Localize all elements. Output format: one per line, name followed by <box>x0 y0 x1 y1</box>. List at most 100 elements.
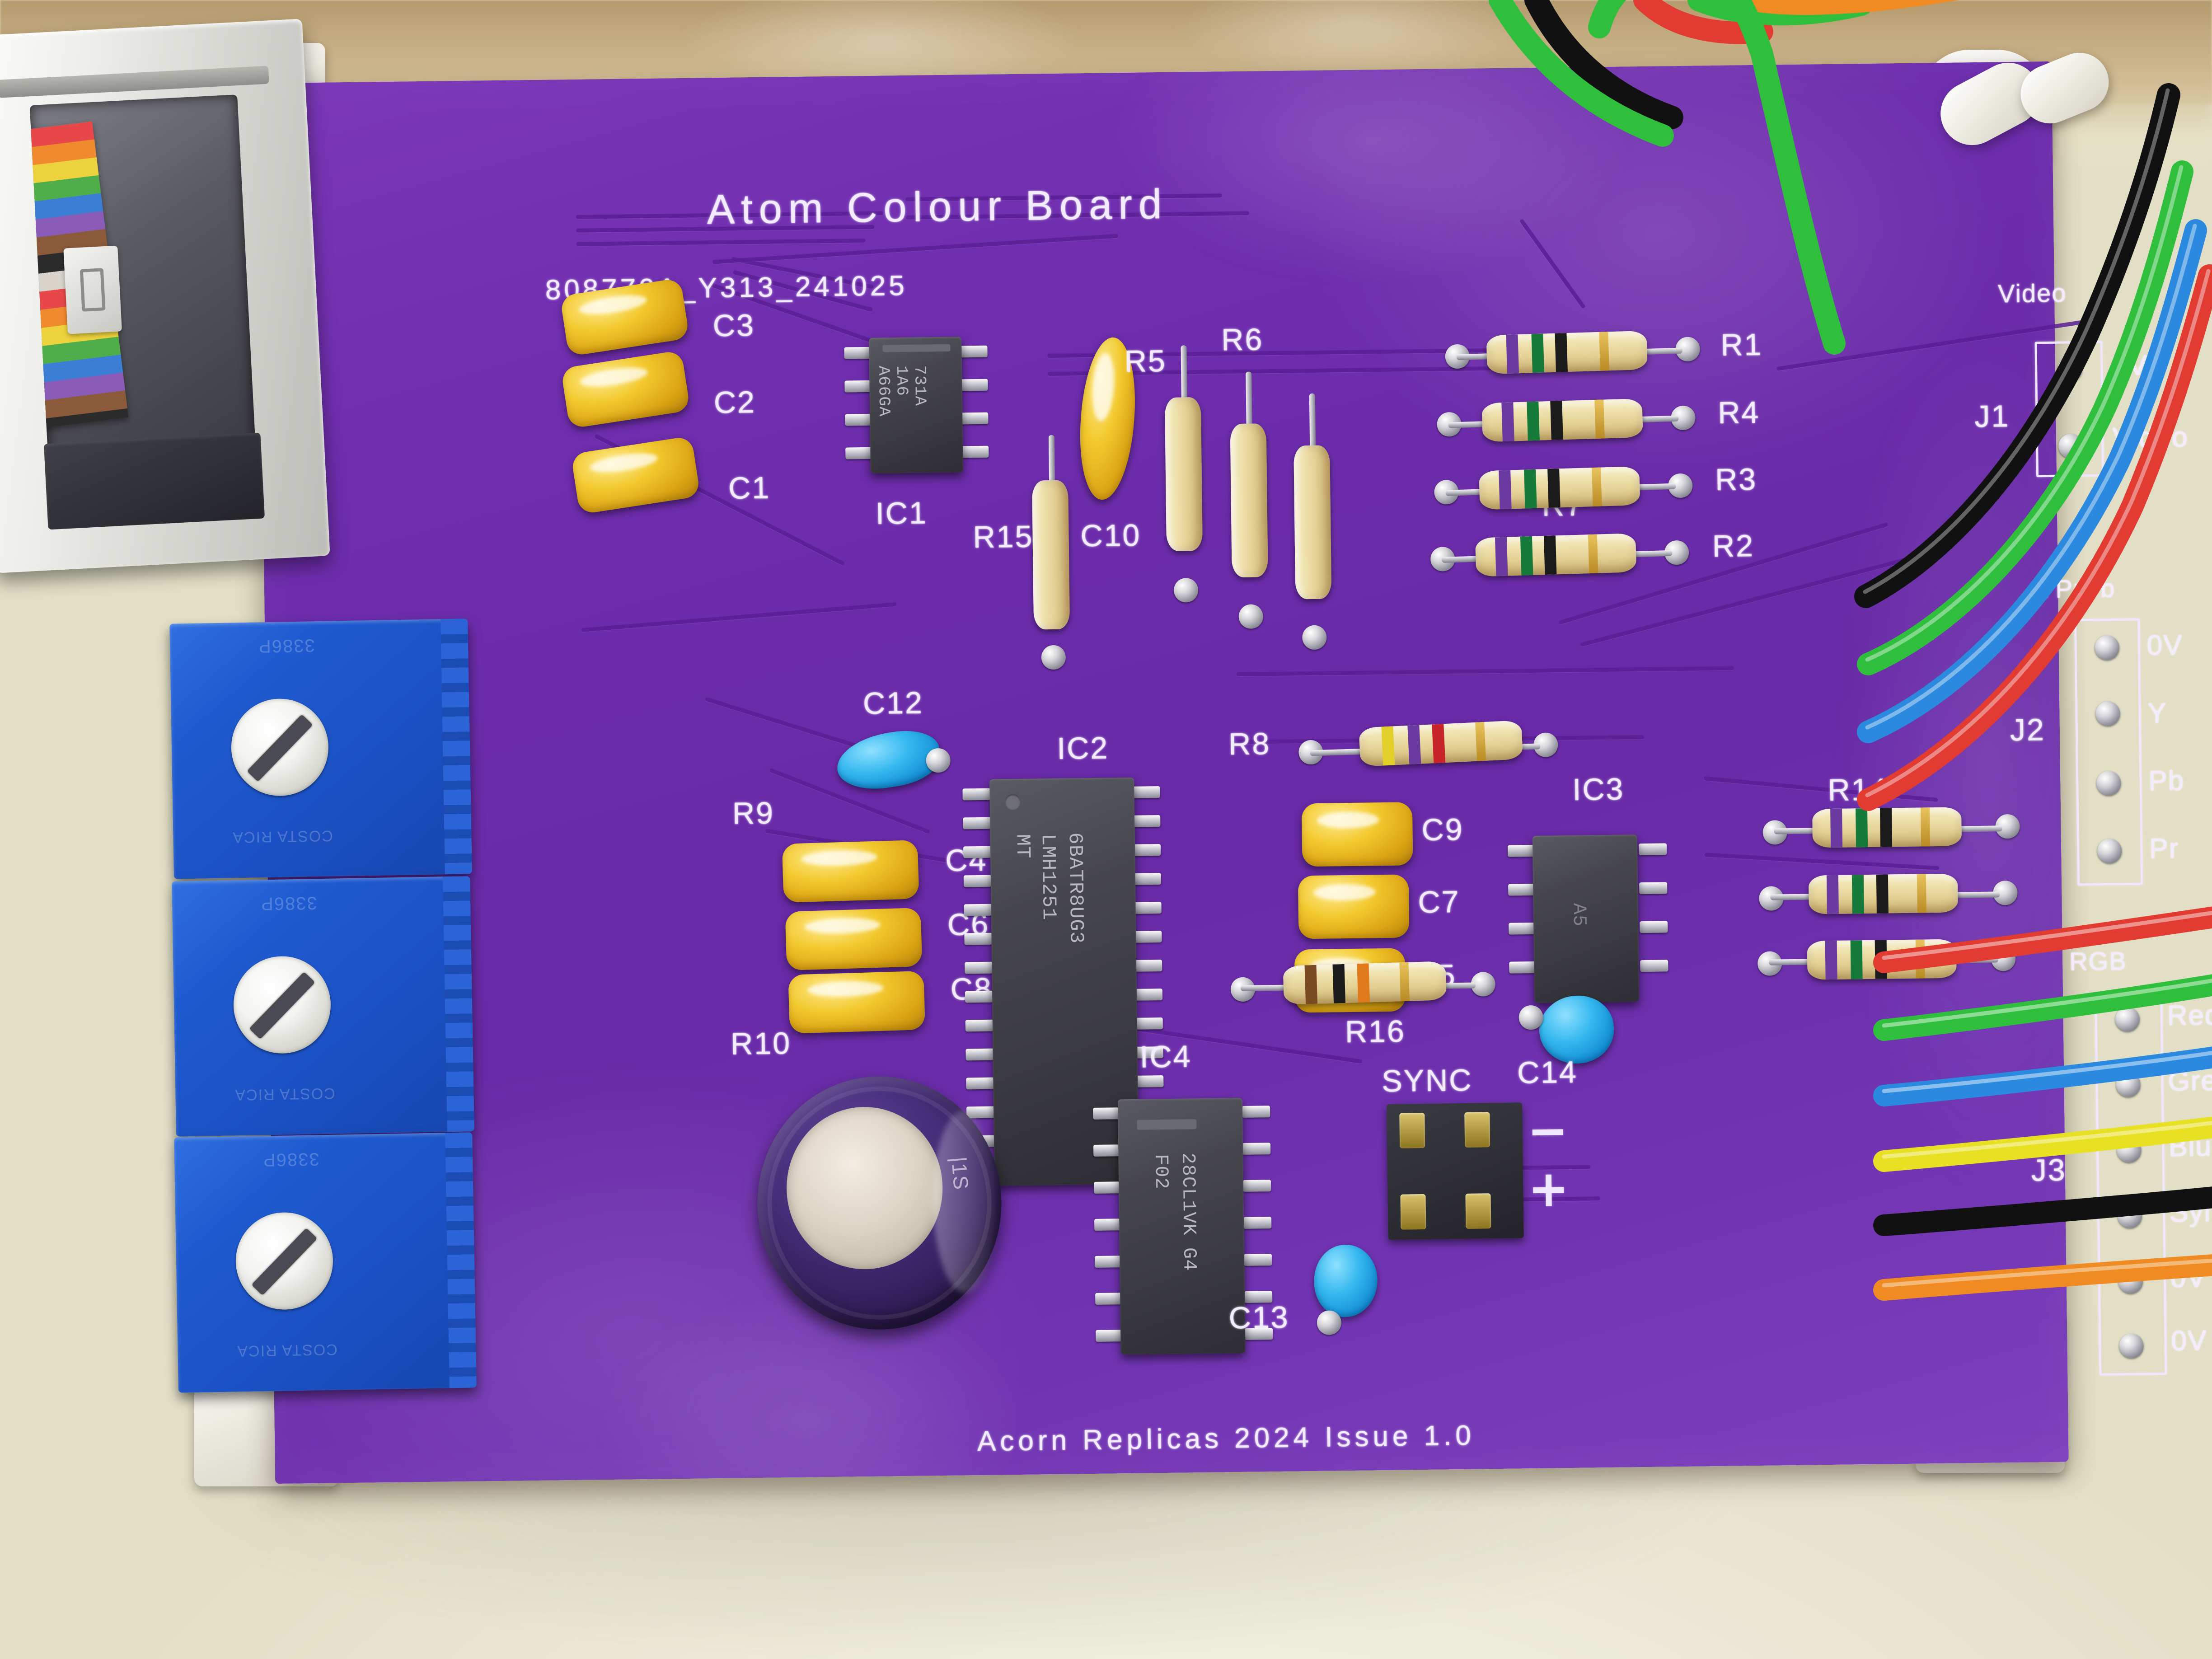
refdes-IC4: IC4 <box>1139 1039 1192 1074</box>
refdes-IC2: IC2 <box>1056 731 1109 766</box>
capacitor-C14 <box>1539 995 1614 1064</box>
refdes-C9: C9 <box>1421 812 1464 848</box>
resistor-R5 <box>1164 397 1203 551</box>
capacitor-C2 <box>560 350 691 429</box>
refdes-R15: R15 <box>973 519 1034 555</box>
resistor-R3 <box>1479 466 1640 510</box>
refdes-R1: R1 <box>1720 327 1763 362</box>
ic-IC2: 6BATR8UG3 LMH1251 MT <box>989 777 1139 1186</box>
ic-IC1: 731A 1A6 A66GA <box>869 337 963 473</box>
capacitor-C11-electrolytic: |1S <box>756 1075 1003 1331</box>
trimmer-R10-part-marking: 3386P <box>260 893 318 914</box>
connector-J2-pin4-label: Pr <box>2149 833 2179 865</box>
trimmer-R11[interactable]: 3386P COSTA RICA <box>174 1132 477 1393</box>
trimmer-R10[interactable]: 3386P COSTA RICA <box>172 876 474 1137</box>
trace <box>1704 776 1938 802</box>
trimmer-R11-teeth <box>445 1132 477 1388</box>
connector-J3-pin3-label: Blue <box>2168 1130 2212 1162</box>
connector-J1-label: Video <box>1997 278 2067 308</box>
resistor-R4 <box>1481 398 1643 442</box>
connector-J2-pin3-label: Pb <box>2148 765 2185 797</box>
refdes-IC1: IC1 <box>875 496 928 531</box>
connector-J3-pin4-label: Sync <box>2169 1196 2212 1228</box>
ic1-marking-2: 1A6 <box>892 365 911 397</box>
refdes-R10: R10 <box>730 1026 792 1061</box>
trimmer-R9-teeth <box>441 619 472 875</box>
pad-R7 <box>1302 625 1327 650</box>
trimmer-R10-origin-marking: COSTA RICA <box>234 1084 336 1104</box>
ic1-marking: 731A <box>910 365 930 407</box>
connector-J2-pin1-label: 0V <box>2146 629 2183 661</box>
trace <box>712 234 1119 264</box>
refdes-R14: R14 <box>1828 772 1889 808</box>
pcb-board: Atom Colour Board 808770A_Y313_241025 Ac… <box>258 61 2212 1484</box>
ic1-marking-3: A66GA <box>874 366 894 417</box>
connector-J1-pin1-label: 0V <box>2111 350 2148 382</box>
capacitor-C6 <box>785 907 923 970</box>
trimmer-R11-screw[interactable] <box>235 1211 334 1311</box>
resistor-R7 <box>1293 445 1332 600</box>
idc-base <box>43 432 265 530</box>
pad-R6 <box>1238 604 1264 629</box>
ic-IC3: A5 <box>1532 834 1640 1003</box>
refdes-R5: R5 <box>1124 343 1167 379</box>
resistor-R15 <box>1032 480 1070 630</box>
pad-C13 <box>1317 1310 1342 1335</box>
idc-contact-window <box>29 94 257 471</box>
connector-J2-pin2-label: Y <box>2147 697 2168 729</box>
trace <box>1519 218 1586 309</box>
resistor-R1 <box>1486 330 1648 375</box>
sync-plus-marking-v <box>1545 1174 1552 1206</box>
connector-J3-pin1-label: Red <box>2167 999 2212 1031</box>
capacitor-C4 <box>782 840 919 903</box>
trimmer-R9[interactable]: 3386P COSTA RICA <box>169 619 472 879</box>
trimmer-R11-part-marking: 3386P <box>262 1149 320 1170</box>
resistor-R12 <box>1807 939 1957 980</box>
connector-J3-outline <box>2095 991 2167 1376</box>
capacitor-C8 <box>788 970 926 1034</box>
trimmer-R9-origin-marking: COSTA RICA <box>232 827 333 846</box>
board-footer: Acorn Replicas 2024 Issue 1.0 <box>977 1420 1476 1457</box>
lead-R6-top <box>1246 371 1252 431</box>
board-title: Atom Colour Board <box>707 181 1168 233</box>
trace <box>581 602 897 633</box>
refdes-C13: C13 <box>1228 1300 1289 1336</box>
capacitor-C9 <box>1301 802 1413 867</box>
idc-ribbon-connector[interactable] <box>0 19 330 573</box>
refdes-J1: J1 <box>1974 399 2010 434</box>
sync-jumper-header[interactable] <box>1387 1102 1524 1240</box>
refdes-R3: R3 <box>1715 462 1757 497</box>
refdes-C1: C1 <box>728 470 771 506</box>
trace <box>1237 666 1734 676</box>
ic3-marking: A5 <box>1568 903 1590 927</box>
refdes-C10: C10 <box>1080 518 1141 553</box>
refdes-IC3: IC3 <box>1572 772 1625 807</box>
resistor-R13 <box>1808 873 1958 914</box>
refdes-C14: C14 <box>1517 1054 1578 1090</box>
resistor-R6 <box>1230 423 1268 578</box>
ic4-marking-2: F02 <box>1150 1153 1172 1190</box>
refdes-R16: R16 <box>1345 1014 1406 1050</box>
connector-J3-label: RGB <box>2069 946 2127 976</box>
resistor-R16 <box>1283 961 1447 1005</box>
resistor-R8 <box>1359 720 1523 767</box>
connector-J1-pin2-label: Video <box>2112 422 2189 454</box>
capacitor-C13 <box>1313 1244 1378 1318</box>
refdes-R9: R9 <box>732 796 775 831</box>
refdes-C3: C3 <box>712 308 755 343</box>
refdes-R4: R4 <box>1717 395 1760 430</box>
capacitor-C11-body-text: |1S <box>947 1156 973 1192</box>
trimmer-R10-screw[interactable] <box>233 955 332 1054</box>
connector-J3-pin6-label: 0V <box>2171 1325 2207 1357</box>
ic2-marking-3: MT <box>1011 834 1034 859</box>
trimmer-R9-screw[interactable] <box>230 698 329 797</box>
refdes-R8: R8 <box>1228 726 1271 762</box>
refdes-J3: J3 <box>2031 1153 2067 1188</box>
sync-minus-marking <box>1532 1129 1563 1136</box>
idc-latch[interactable] <box>63 245 122 334</box>
trace <box>576 238 866 246</box>
refdes-J2: J2 <box>2010 712 2046 748</box>
ic4-marking-1: 28CL1VK G4 <box>1177 1153 1200 1271</box>
trimmer-R11-origin-marking: COSTA RICA <box>236 1340 338 1360</box>
trimmer-R10-teeth <box>443 876 474 1132</box>
